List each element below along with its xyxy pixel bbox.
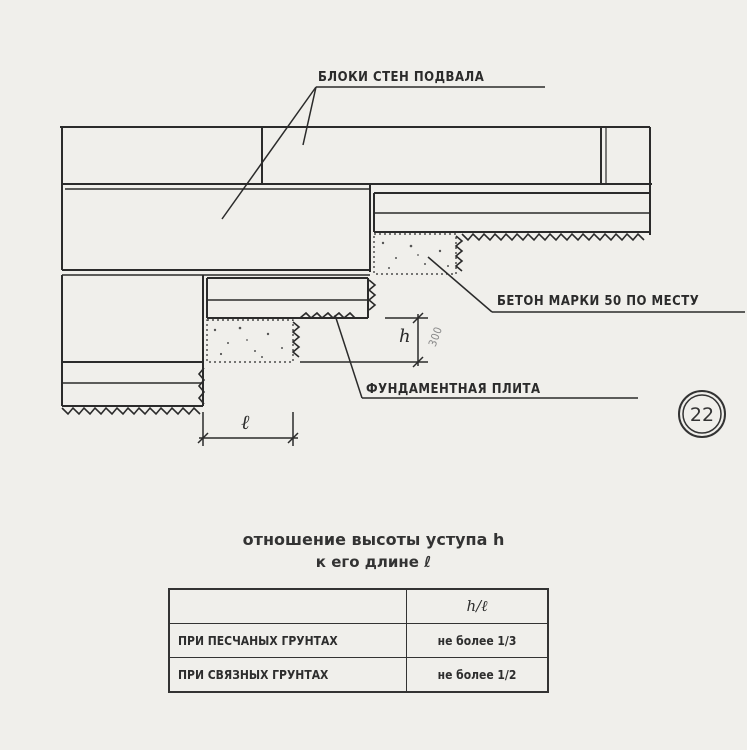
soil-hatching: [61, 232, 645, 416]
leader-foundation-slab: [334, 314, 638, 399]
table-header-row: h/ℓ: [168, 588, 549, 624]
table-header-ratio: h/ℓ: [406, 588, 549, 624]
ratio-table: h/ℓ ПРИ ПЕСЧАНЫХ ГРУНТАХ не более 1/3 ПР…: [168, 588, 549, 693]
table-cell-soil: ПРИ СВЯЗНЫХ ГРУНТАХ: [168, 657, 407, 693]
table-row: ПРИ СВЯЗНЫХ ГРУНТАХ не более 1/2: [168, 657, 549, 693]
wall-block-lower-left: [61, 275, 204, 407]
leader-concrete: [427, 256, 745, 313]
wall-block-large: [62, 184, 371, 276]
dimension-h-label: h: [399, 326, 412, 347]
caption-line-1: отношение высоты уступа h: [242, 530, 505, 549]
lower-foundation-slab: [206, 277, 369, 319]
table-cell-value: не более 1/3: [406, 623, 549, 658]
table-row: ПРИ ПЕСЧАНЫХ ГРУНТАХ не более 1/3: [168, 623, 549, 658]
table-header-empty: [168, 588, 407, 624]
table-cell-value: не более 1/2: [406, 657, 549, 693]
label-basement-blocks: БЛОКИ СТЕН ПОДВАЛА: [318, 70, 485, 85]
concrete-fill-lower: [206, 319, 294, 363]
label-foundation-slab: ФУНДАМЕНТНАЯ ПЛИТА: [366, 382, 541, 397]
dimension-h: [300, 312, 428, 368]
sheet-number-badge: 22: [678, 390, 726, 438]
dimension-l-label: ℓ: [241, 410, 250, 434]
caption-line-2: к его длине ℓ: [315, 553, 432, 571]
label-concrete: БЕТОН МАРКИ 50 ПО МЕСТУ: [497, 294, 700, 309]
dimension-l: [197, 412, 299, 446]
wall-block-row-top: [60, 126, 652, 270]
concrete-fill-upper: [373, 233, 457, 275]
sheet-number: 22: [690, 404, 714, 426]
leader-basement-blocks: [221, 86, 545, 220]
upper-foundation-slab: [373, 192, 650, 233]
table-cell-soil: ПРИ ПЕСЧАНЫХ ГРУНТАХ: [168, 623, 407, 658]
